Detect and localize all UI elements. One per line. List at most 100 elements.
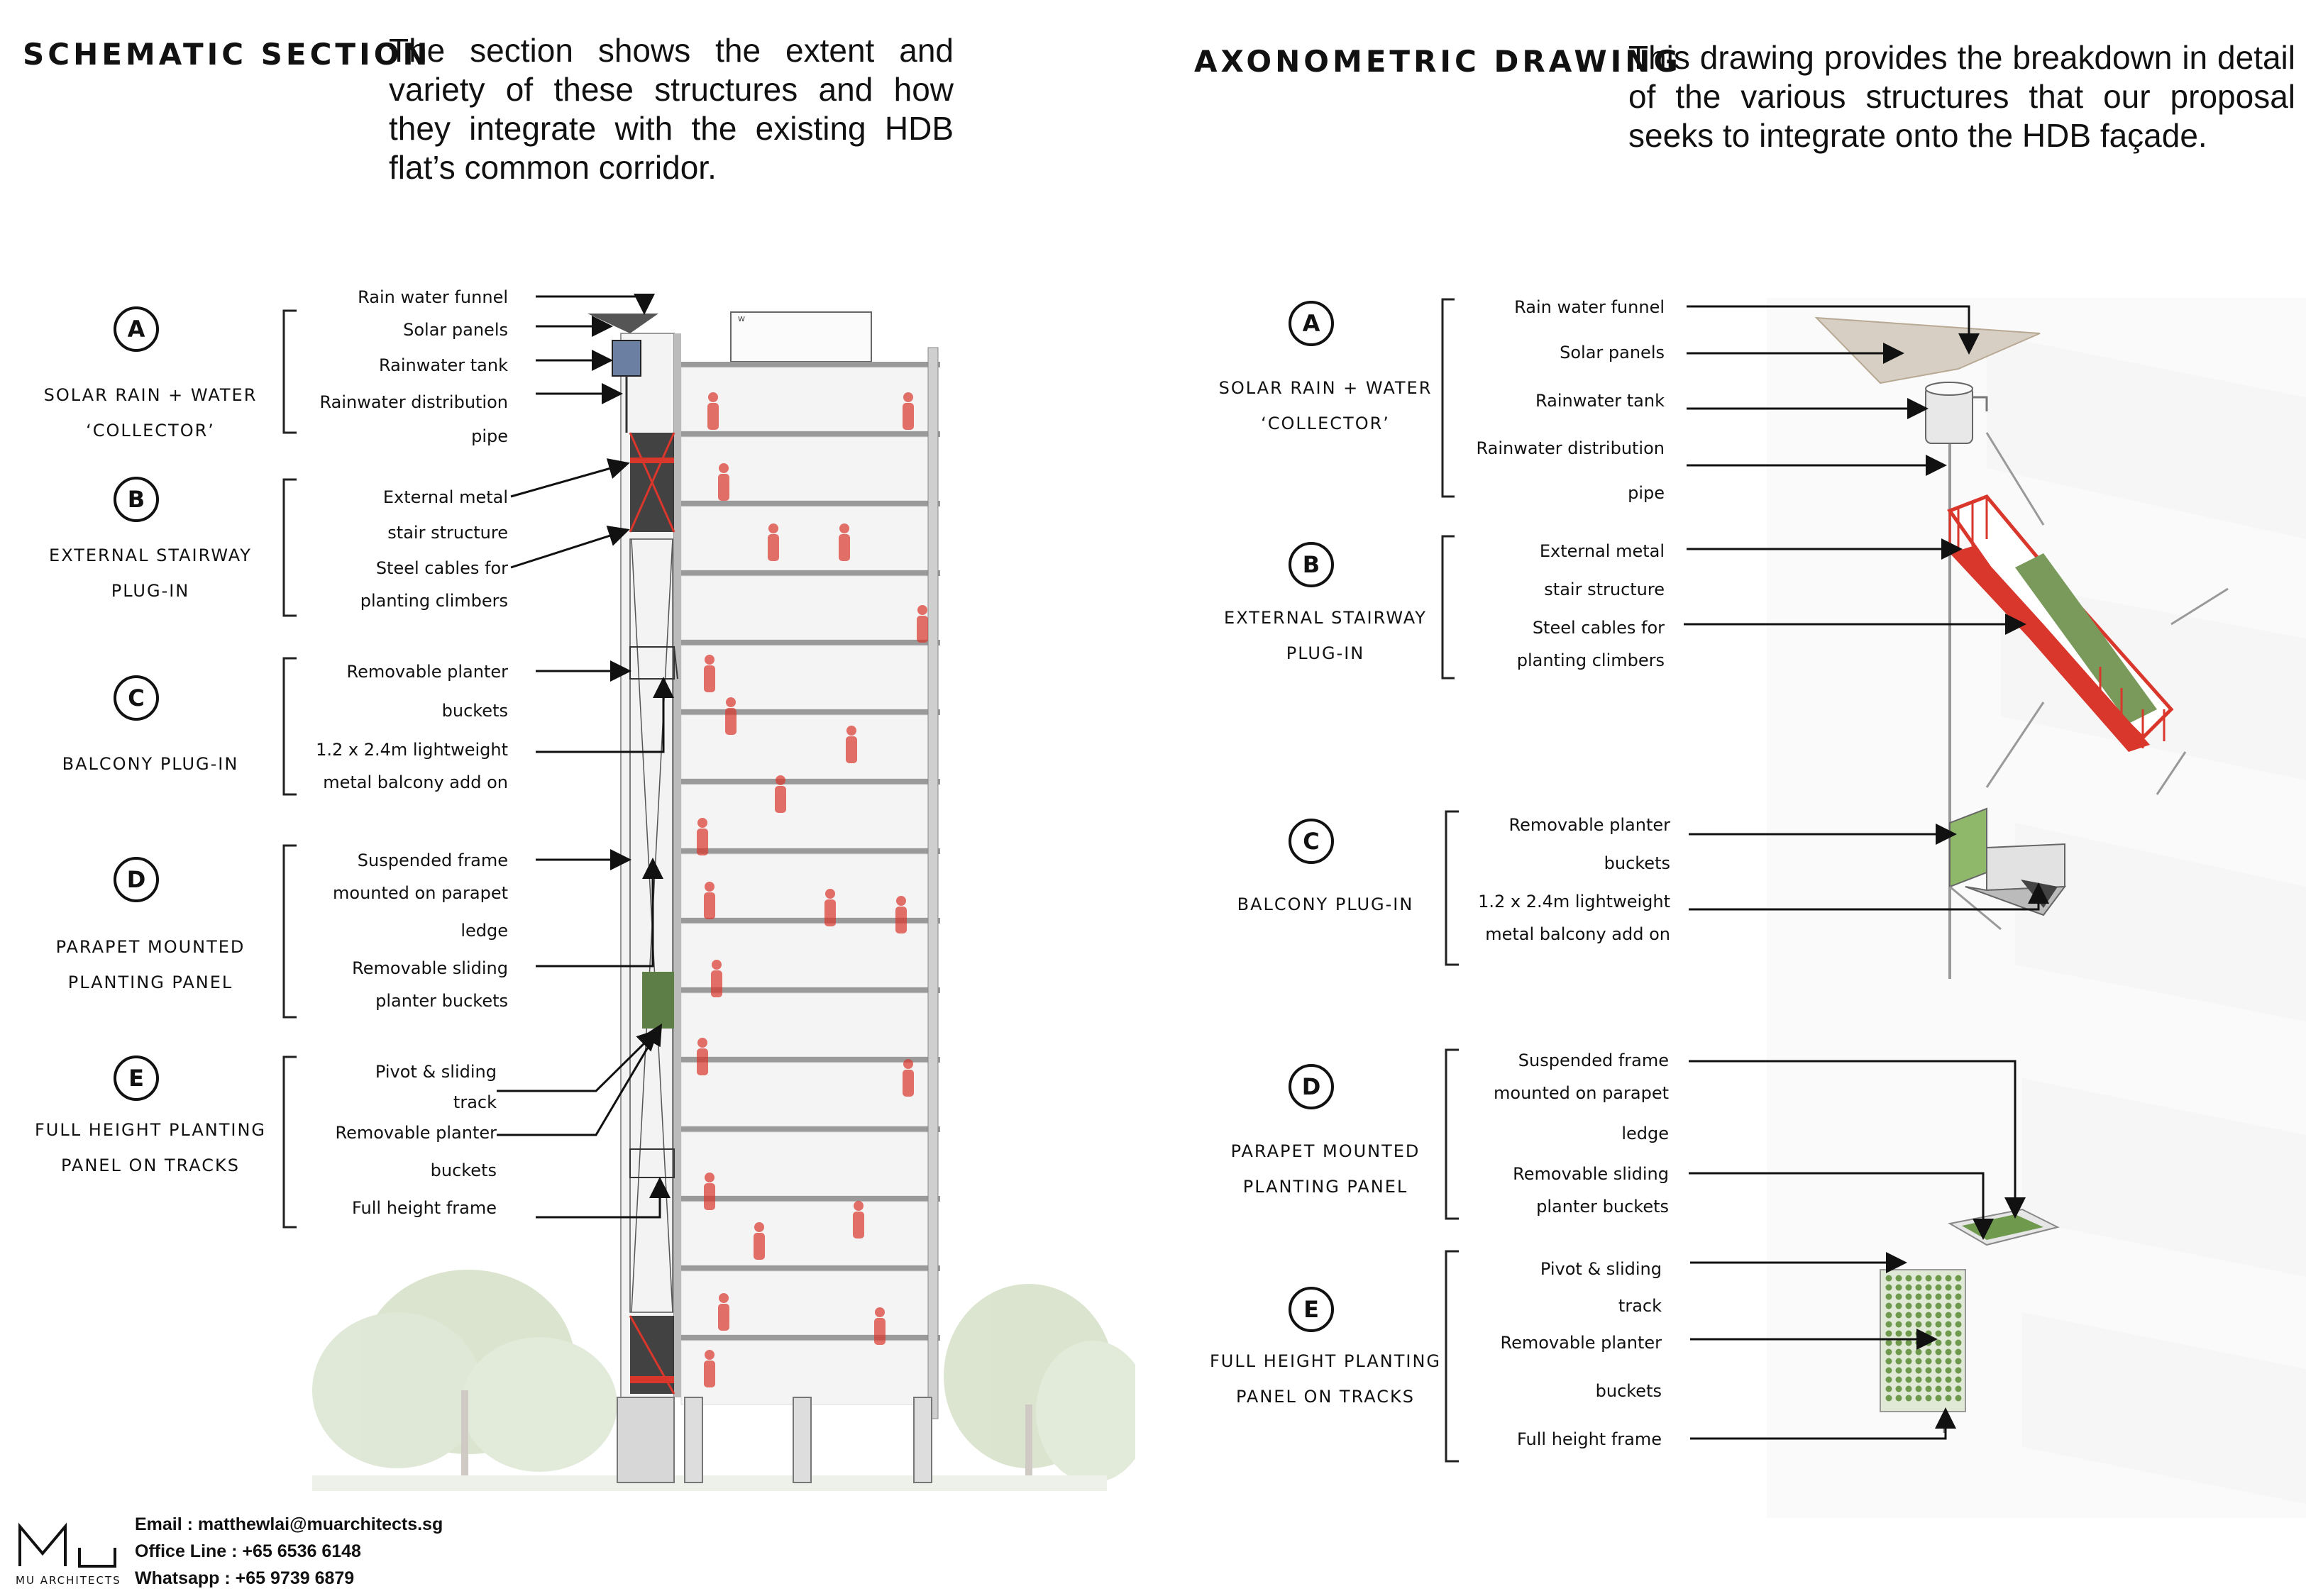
section-title-colon: :	[387, 33, 396, 70]
axo-label-mounted-on-parapet: mounted on parapet	[1494, 1083, 1669, 1103]
planter-dot	[1925, 1348, 1932, 1356]
floor-slab	[678, 1265, 940, 1271]
label-removable-planter: Removable planter	[346, 662, 509, 682]
planter-dot	[1895, 1385, 1902, 1392]
planter-dot	[1925, 1284, 1932, 1291]
mu-logo-mark	[18, 1522, 116, 1568]
floor-slab	[678, 570, 940, 576]
planter-dot	[1945, 1312, 1952, 1319]
person-figure	[718, 463, 729, 501]
person-figure	[718, 1293, 729, 1331]
axo-leaders	[1684, 305, 2049, 1440]
label-metal-balcony: metal balcony add on	[323, 772, 508, 792]
footer-whatsapp[interactable]: Whatsapp : +65 9739 6879	[135, 1568, 355, 1588]
axo-category-c-badge: C	[1289, 819, 1334, 864]
parapet-panel	[642, 972, 674, 1029]
label-lightweight-balcony: 1.2 x 2.4m lightweight	[316, 740, 508, 760]
planter-dot	[1945, 1275, 1952, 1282]
planter-dot	[1935, 1293, 1942, 1300]
planter-dot	[1935, 1376, 1942, 1383]
floor-slab	[678, 362, 940, 367]
planter-dot	[1925, 1302, 1932, 1309]
planter-dot	[1905, 1395, 1912, 1402]
planter-dot	[1915, 1385, 1922, 1392]
axo-labels-group-e: Pivot & sliding track Removable planter …	[1501, 1253, 1662, 1456]
label-external-metal: External metal	[382, 487, 508, 507]
planter-dot	[1905, 1284, 1912, 1291]
category-d-name: PARAPET MOUNTED PLANTING PANEL	[55, 937, 246, 992]
planter-dot	[1895, 1348, 1902, 1356]
floor-room	[680, 506, 930, 571]
planter-dot	[1915, 1376, 1922, 1383]
axo-label-lightweight-balcony: 1.2 x 2.4m lightweight	[1478, 892, 1670, 911]
axo-category-b-name: EXTERNAL STAIRWAY PLUG-IN	[1224, 608, 1427, 663]
axo-category-c-name: BALCONY PLUG-IN	[1237, 894, 1414, 914]
floor-room	[680, 714, 930, 780]
category-c-badge: C	[114, 675, 159, 721]
left-brackets	[282, 309, 297, 1229]
floor-slab	[678, 1057, 940, 1063]
floor-slab	[678, 1196, 940, 1202]
mu-architects-logo: MU ARCHITECTS	[16, 1517, 122, 1587]
planter-dot	[1895, 1395, 1902, 1402]
planter-dot	[1915, 1358, 1922, 1365]
label-mounted-on-parapet: mounted on parapet	[333, 883, 508, 903]
person-figure	[704, 1350, 715, 1387]
person-figure	[824, 889, 836, 926]
floor-room	[680, 645, 930, 710]
person-figure	[704, 655, 715, 692]
axo-labels-group-d: Suspended frame mounted on parapet ledge…	[1494, 1044, 1669, 1223]
planter-dot	[1915, 1293, 1922, 1300]
label-solar-panels: Solar panels	[403, 320, 508, 340]
label-ledge: ledge	[460, 921, 508, 941]
planter-dot	[1935, 1367, 1942, 1374]
axo-label-metal-balcony: metal balcony add on	[1485, 924, 1670, 944]
planter-dot	[1895, 1358, 1902, 1365]
axo-label-ledge: ledge	[1621, 1124, 1669, 1143]
label-suspended-frame: Suspended frame	[357, 850, 508, 870]
planter-dot	[1915, 1321, 1922, 1328]
labels-group-a: Rain water funnel Solar panels Rainwater…	[319, 281, 508, 453]
planter-dot	[1895, 1312, 1902, 1319]
axo-steel-cables	[1985, 432, 2229, 795]
label-track: track	[453, 1092, 497, 1112]
footer-email[interactable]: Email : matthewlai@muarchitects.sg	[135, 1514, 443, 1534]
planter-dot	[1945, 1376, 1952, 1383]
planter-dot	[1945, 1385, 1952, 1392]
planter-dot	[1885, 1376, 1892, 1383]
labels-group-b: External metal stair structure Steel cab…	[360, 481, 508, 617]
person-figure	[917, 605, 928, 643]
category-a-badge: A	[114, 306, 159, 352]
category-c-name: BALCONY PLUG-IN	[62, 754, 239, 774]
planter-dot	[1895, 1376, 1902, 1383]
planter-dot	[1905, 1358, 1912, 1365]
axo-category-b-badge: B	[1289, 542, 1334, 587]
planter-dot	[1905, 1275, 1912, 1282]
left-leaders	[497, 294, 674, 1219]
axonometric-drawing	[1441, 298, 2306, 1518]
category-a-name: SOLAR RAIN + WATER ‘COLLECTOR’	[43, 385, 258, 440]
planter-dot	[1955, 1330, 1962, 1337]
planter-dot	[1895, 1275, 1902, 1282]
label-buckets: buckets	[441, 701, 508, 721]
floor-slab	[678, 431, 940, 437]
planter-dot	[1955, 1385, 1962, 1392]
floor-slabs	[678, 362, 940, 1405]
label-planter-buckets: planter buckets	[375, 991, 508, 1011]
footer-office-line[interactable]: Office Line : +65 6536 6148	[135, 1541, 361, 1561]
person-figure	[725, 697, 737, 735]
planter-dot	[1885, 1358, 1892, 1365]
axo-category-e-badge: E	[1289, 1287, 1334, 1332]
planter-dot	[1955, 1367, 1962, 1374]
planter-dot	[1905, 1348, 1912, 1356]
planter-dot	[1915, 1348, 1922, 1356]
person-figure	[704, 882, 715, 919]
person-figure	[704, 1173, 715, 1210]
person-figure	[839, 523, 850, 561]
planter-dot	[1945, 1321, 1952, 1328]
planter-dot	[1955, 1312, 1962, 1319]
planter-dot	[1925, 1358, 1932, 1365]
axo-category-d-badge: D	[1289, 1064, 1334, 1109]
planter-dot	[1885, 1339, 1892, 1346]
planter-dot	[1895, 1367, 1902, 1374]
